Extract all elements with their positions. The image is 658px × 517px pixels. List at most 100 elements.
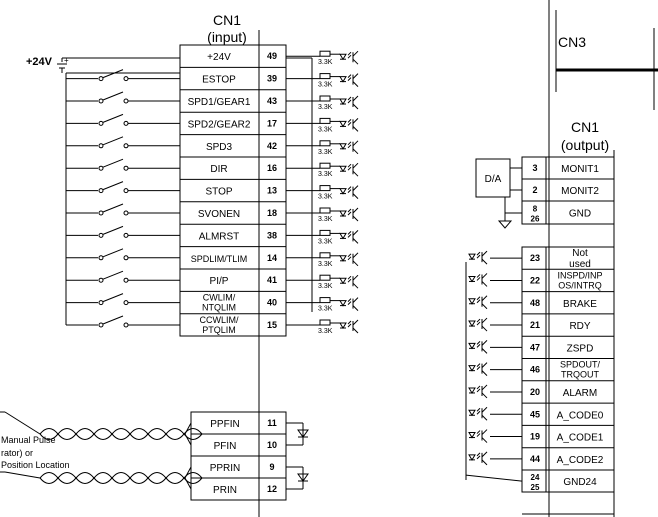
input-signal-name: DIR bbox=[210, 164, 227, 175]
output-signal-name: RDY bbox=[569, 321, 590, 332]
resistor-label: 3.3K bbox=[318, 216, 333, 223]
supply-label: +24V bbox=[26, 56, 53, 68]
phototransistor-collector bbox=[481, 451, 488, 458]
output-pin-number: 23 bbox=[530, 253, 540, 263]
phototransistor-emitter bbox=[352, 327, 359, 334]
switch-contact bbox=[98, 232, 104, 238]
switch-contact bbox=[98, 255, 104, 261]
resistor bbox=[319, 73, 331, 80]
resistor-label: 3.3K bbox=[318, 283, 333, 290]
switch-lever bbox=[102, 315, 124, 325]
ground-symbol bbox=[497, 220, 513, 229]
led-symbol bbox=[468, 454, 476, 461]
pulse-signal-name: PPRIN bbox=[210, 463, 241, 474]
switch-lever bbox=[102, 248, 124, 258]
phototransistor-emitter bbox=[481, 303, 488, 310]
phototransistor-emitter bbox=[481, 459, 488, 466]
light-arrow bbox=[476, 274, 481, 278]
resistor bbox=[319, 95, 331, 102]
led-symbol bbox=[468, 275, 476, 283]
led-symbol bbox=[339, 300, 347, 307]
led-symbol bbox=[468, 342, 476, 350]
analog-signal-name: MONIT1 bbox=[561, 164, 599, 175]
phototransistor-emitter bbox=[352, 215, 359, 222]
phototransistor-collector bbox=[481, 273, 488, 279]
input-pin-number: 15 bbox=[267, 320, 277, 330]
input-title-sub: (input) bbox=[207, 29, 247, 45]
switch-contact bbox=[98, 210, 104, 216]
input-signal-name: SPDLIM/TLIM bbox=[191, 254, 248, 264]
light-arrow bbox=[347, 51, 352, 56]
light-arrow bbox=[476, 363, 481, 368]
switch-contact bbox=[98, 322, 104, 328]
led-symbol bbox=[339, 76, 347, 83]
pulse-lead bbox=[184, 433, 192, 446]
pulse-signal-name: PFIN bbox=[214, 441, 237, 452]
supply-plus-sign: + bbox=[64, 56, 69, 65]
input-pin-number: 41 bbox=[267, 275, 277, 285]
switch-contact bbox=[98, 98, 104, 104]
light-arrow bbox=[476, 410, 481, 415]
led-symbol bbox=[468, 365, 476, 372]
resistor bbox=[319, 207, 331, 214]
light-arrow bbox=[476, 455, 481, 460]
switch-contact bbox=[98, 76, 104, 82]
switch-contact bbox=[123, 143, 129, 149]
output-signal-name: ALARM bbox=[563, 388, 597, 399]
output-signal-name: ZSPD bbox=[567, 343, 594, 354]
light-arrow bbox=[476, 251, 481, 256]
input-pin-number: 18 bbox=[267, 208, 277, 218]
twisted-pair-b bbox=[39, 433, 203, 440]
twisted-pair-b bbox=[39, 477, 203, 484]
switch-contact bbox=[123, 188, 129, 194]
analog-pin-number: 26 bbox=[531, 215, 540, 224]
input-pin-number: 13 bbox=[267, 186, 277, 196]
resistor bbox=[319, 319, 331, 326]
phototransistor-collector bbox=[481, 250, 488, 257]
light-arrow bbox=[347, 122, 352, 126]
light-arrow bbox=[476, 385, 481, 390]
light-arrow bbox=[347, 211, 352, 216]
phototransistor-emitter bbox=[481, 325, 488, 332]
led-symbol bbox=[339, 277, 347, 285]
output-pin-number: 20 bbox=[530, 387, 540, 397]
light-arrow bbox=[476, 299, 481, 304]
input-signal-name: SPD1/GEAR1 bbox=[188, 97, 251, 108]
switch-lever bbox=[102, 225, 124, 235]
output-common-wire bbox=[465, 474, 523, 482]
phototransistor-collector bbox=[352, 95, 359, 102]
output-pin-number: 46 bbox=[530, 365, 540, 375]
pulse-signal-name: PRIN bbox=[213, 485, 237, 496]
switch-contact bbox=[98, 143, 104, 149]
resistor bbox=[319, 162, 331, 169]
resistor-label: 3.3K bbox=[318, 104, 333, 111]
pulse-pin-number: 10 bbox=[267, 440, 277, 450]
switch-lever bbox=[102, 91, 124, 101]
pulse-source-line3: Position Location bbox=[1, 460, 70, 470]
phototransistor-collector bbox=[481, 429, 488, 435]
pulse-lead bbox=[184, 422, 192, 435]
resistor-label: 3.3K bbox=[318, 171, 333, 178]
output-signal-name: A_CODE2 bbox=[557, 455, 604, 466]
input-title-cn1: CN1 bbox=[213, 12, 241, 28]
resistor bbox=[319, 252, 331, 259]
output-pin-number: 25 bbox=[531, 483, 540, 492]
phototransistor-emitter bbox=[481, 392, 488, 399]
phototransistor-collector bbox=[481, 362, 488, 369]
pulse-source-lead bbox=[4, 411, 41, 435]
led-symbol bbox=[339, 53, 347, 61]
phototransistor-collector bbox=[352, 50, 359, 57]
input-signal-name: PI/P bbox=[210, 276, 229, 287]
input-signal-name: ALMRST bbox=[199, 231, 240, 242]
twisted-pair-a bbox=[39, 428, 203, 435]
led-symbol bbox=[339, 120, 347, 128]
output-pin-number: 19 bbox=[530, 432, 540, 442]
input-signal-name: CCWLIM/PTQLIM bbox=[200, 315, 239, 335]
resistor bbox=[319, 185, 331, 192]
pulse-pin-number: 12 bbox=[267, 484, 277, 494]
light-arrow bbox=[476, 343, 481, 348]
input-pin-number: 49 bbox=[267, 51, 277, 61]
pulse-pin-number: 9 bbox=[269, 462, 274, 472]
input-signal-name: SPD2/GEAR2 bbox=[188, 119, 251, 130]
